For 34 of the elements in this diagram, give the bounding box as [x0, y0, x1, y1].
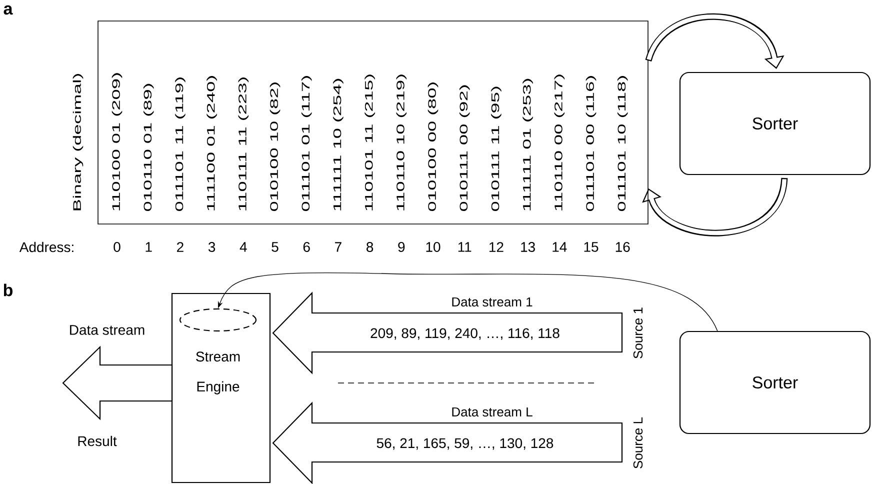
address-number: 8: [366, 242, 374, 252]
engine-box: Stream Engine: [171, 292, 271, 484]
address-number: 4: [240, 242, 247, 252]
node-label: Binary (decimal): [72, 74, 84, 210]
address-number: 11: [458, 242, 472, 252]
address-number: 10: [426, 242, 440, 252]
panel-letter: a: [4, 5, 13, 15]
address-number: 6: [303, 242, 310, 252]
address-number: 1: [146, 242, 152, 252]
address-number: 14: [552, 242, 567, 252]
memory-table: Binary (decimal) 110100 01 (209) 010110 01 (89) 011101 11 (119) 111100 01 (240) 110111 11 (223) 010100 10 (82) 011101 01 (117) 111111 10 (254) 110101 11 (215) 110110 10 (219) 010100 00 (80) 010111 00 (92) 010111 11 (95) 111111 01 (253) 110110 00 (217) 011101 00 (116) 011101 10 (118): [72, 20, 648, 224]
address-number: 3: [208, 242, 216, 252]
sorter-box: Sorter: [679, 72, 871, 176]
sorter-box: Sorter: [679, 330, 871, 434]
data-stream-block: Data stream L 56, 21, 165, 59, …, 130, 128: [272, 402, 623, 484]
dashed-ellipse: [179, 308, 257, 332]
address-number: 0: [114, 242, 120, 252]
address-number: 5: [272, 242, 278, 252]
arrow: [218, 272, 718, 332]
arrow-label: Data stream: [70, 325, 144, 335]
address-number: 12: [489, 242, 504, 252]
source-label: Source 1: [633, 308, 643, 358]
address-number: 9: [398, 242, 405, 252]
address-number: 16: [616, 242, 630, 252]
arrow-label: Result: [78, 436, 117, 446]
address-number: 13: [521, 242, 535, 252]
arrow: [642, 177, 788, 236]
panel-letter: b: [4, 284, 12, 296]
address-number: 7: [335, 242, 342, 252]
address-number: 15: [584, 242, 598, 252]
address-number: 2: [177, 242, 184, 252]
axis-label: Address:: [19, 242, 74, 252]
arrow: [645, 13, 784, 69]
source-label: Source L: [633, 417, 643, 468]
